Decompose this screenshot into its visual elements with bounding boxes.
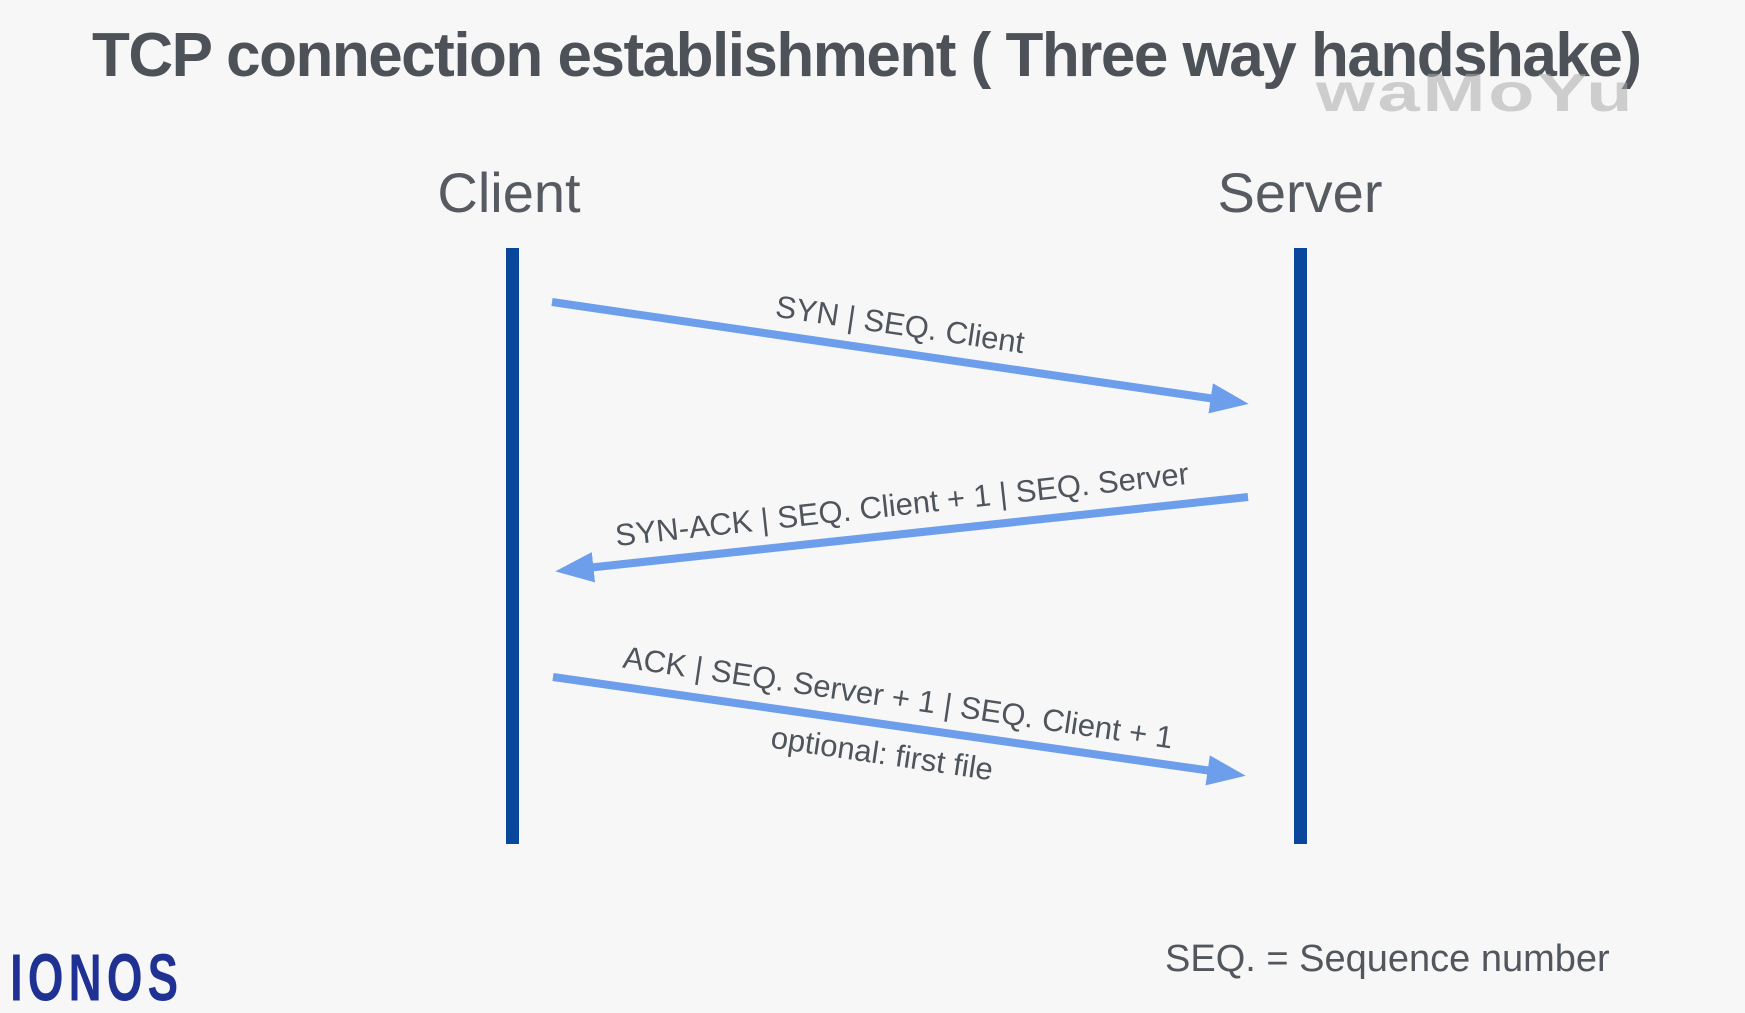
ack-message-sublabel: optional: first file [768,719,996,788]
client-lifeline [506,248,519,844]
ionos-logo: IONOS [10,939,184,1013]
actor-label-client: Client [437,161,581,224]
server-lifeline [1294,248,1307,844]
page-title: TCP connection establishment ( Three way… [92,21,1642,90]
actor-label-server: Server [1217,161,1383,224]
syn-ack-message-label: SYN-ACK | SEQ. Client + 1 | SEQ. Server [613,455,1191,554]
syn-message-label: SYN | SEQ. Client [773,288,1027,361]
watermark: waMoYu [1316,63,1636,123]
seq-footnote: SEQ. = Sequence number [1165,938,1610,980]
